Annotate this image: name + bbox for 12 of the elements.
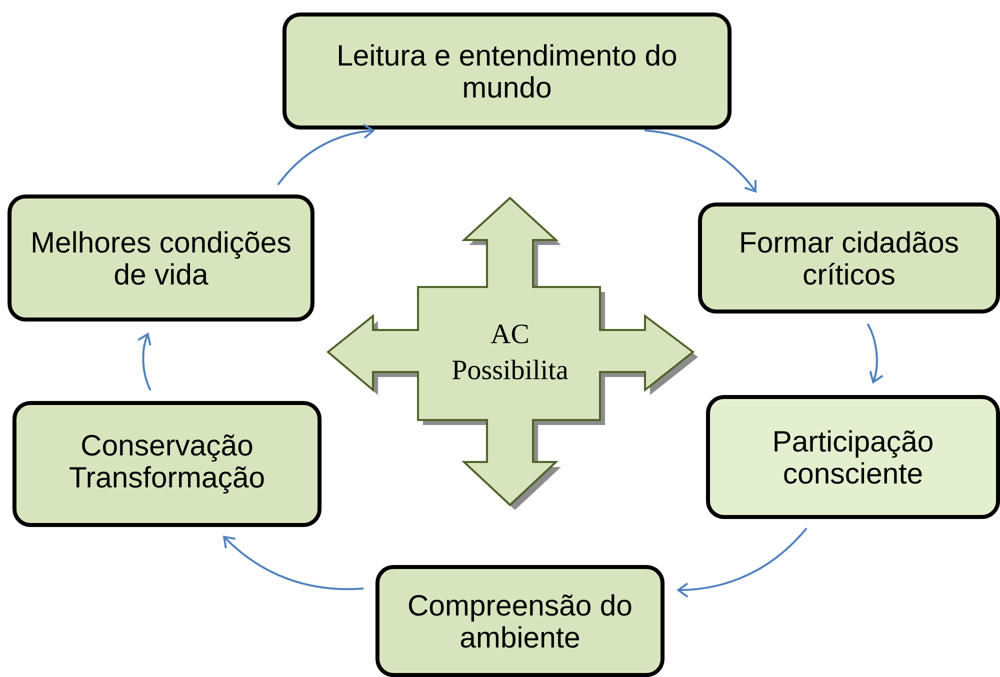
process-box: Melhores condições de vida [8, 194, 314, 322]
arrow [222, 536, 364, 590]
process-box: Leitura e entendimento do mundo [282, 12, 732, 130]
process-box: Formar cidadãos críticos [698, 202, 1000, 314]
process-box: Participação consciente [706, 395, 1000, 519]
arrow [277, 124, 376, 186]
arrow [676, 528, 808, 598]
arrow [138, 332, 152, 391]
process-box: Conservação Transformação [12, 401, 322, 527]
arrow [866, 323, 884, 384]
process-box: Compreensão do ambiente [375, 565, 665, 677]
arrow [644, 129, 757, 193]
